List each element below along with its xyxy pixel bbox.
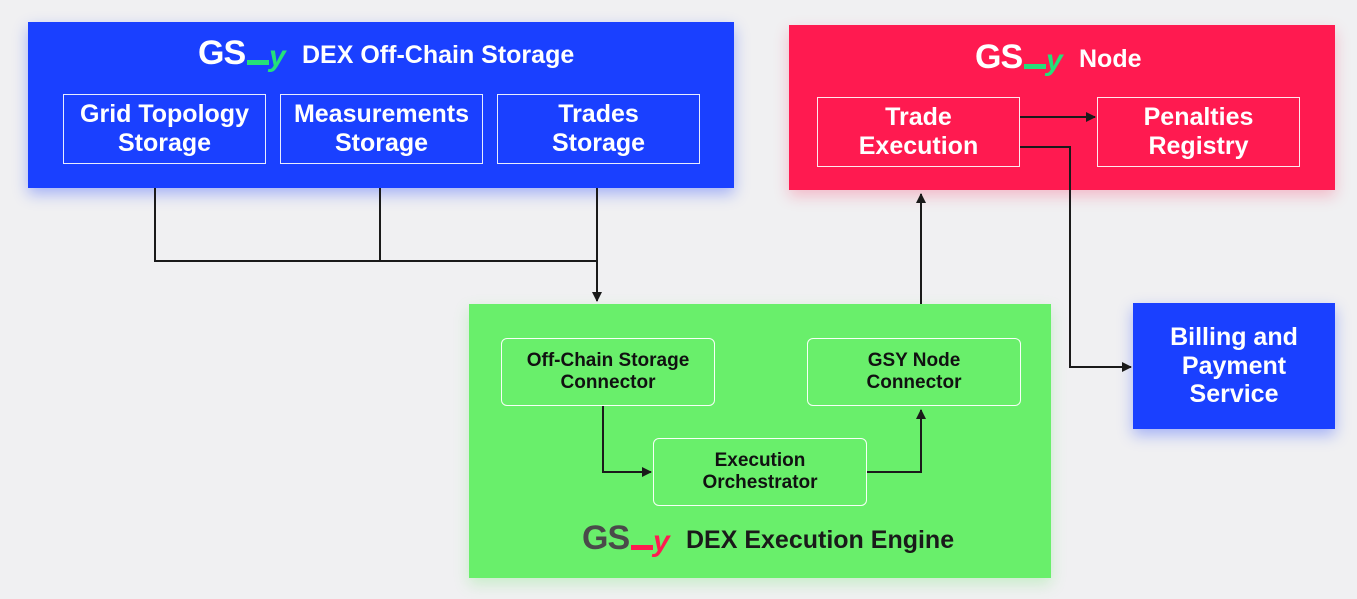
storage-bus-line [154,188,598,262]
trade-to-billing-arrow [1020,146,1132,372]
engine-panel-title: GS y DEX Execution Engine [582,519,954,561]
gsy-logo: GS y [198,34,286,73]
billing-payment-service-box: Billing and Payment Service [1133,303,1335,429]
gsy-logo: GS y [975,38,1063,77]
connector-to-orchestrator-arrow [602,406,652,477]
node-panel-title: GS y Node [975,38,1142,80]
orchestrator-to-node-connector-arrow [867,409,926,473]
gsy-logo: GS y [582,519,670,558]
storage-panel-title: GS y DEX Off-Chain Storage [198,34,574,76]
off-chain-storage-panel: GS y DEX Off-Chain Storage Grid Topology… [28,22,734,188]
